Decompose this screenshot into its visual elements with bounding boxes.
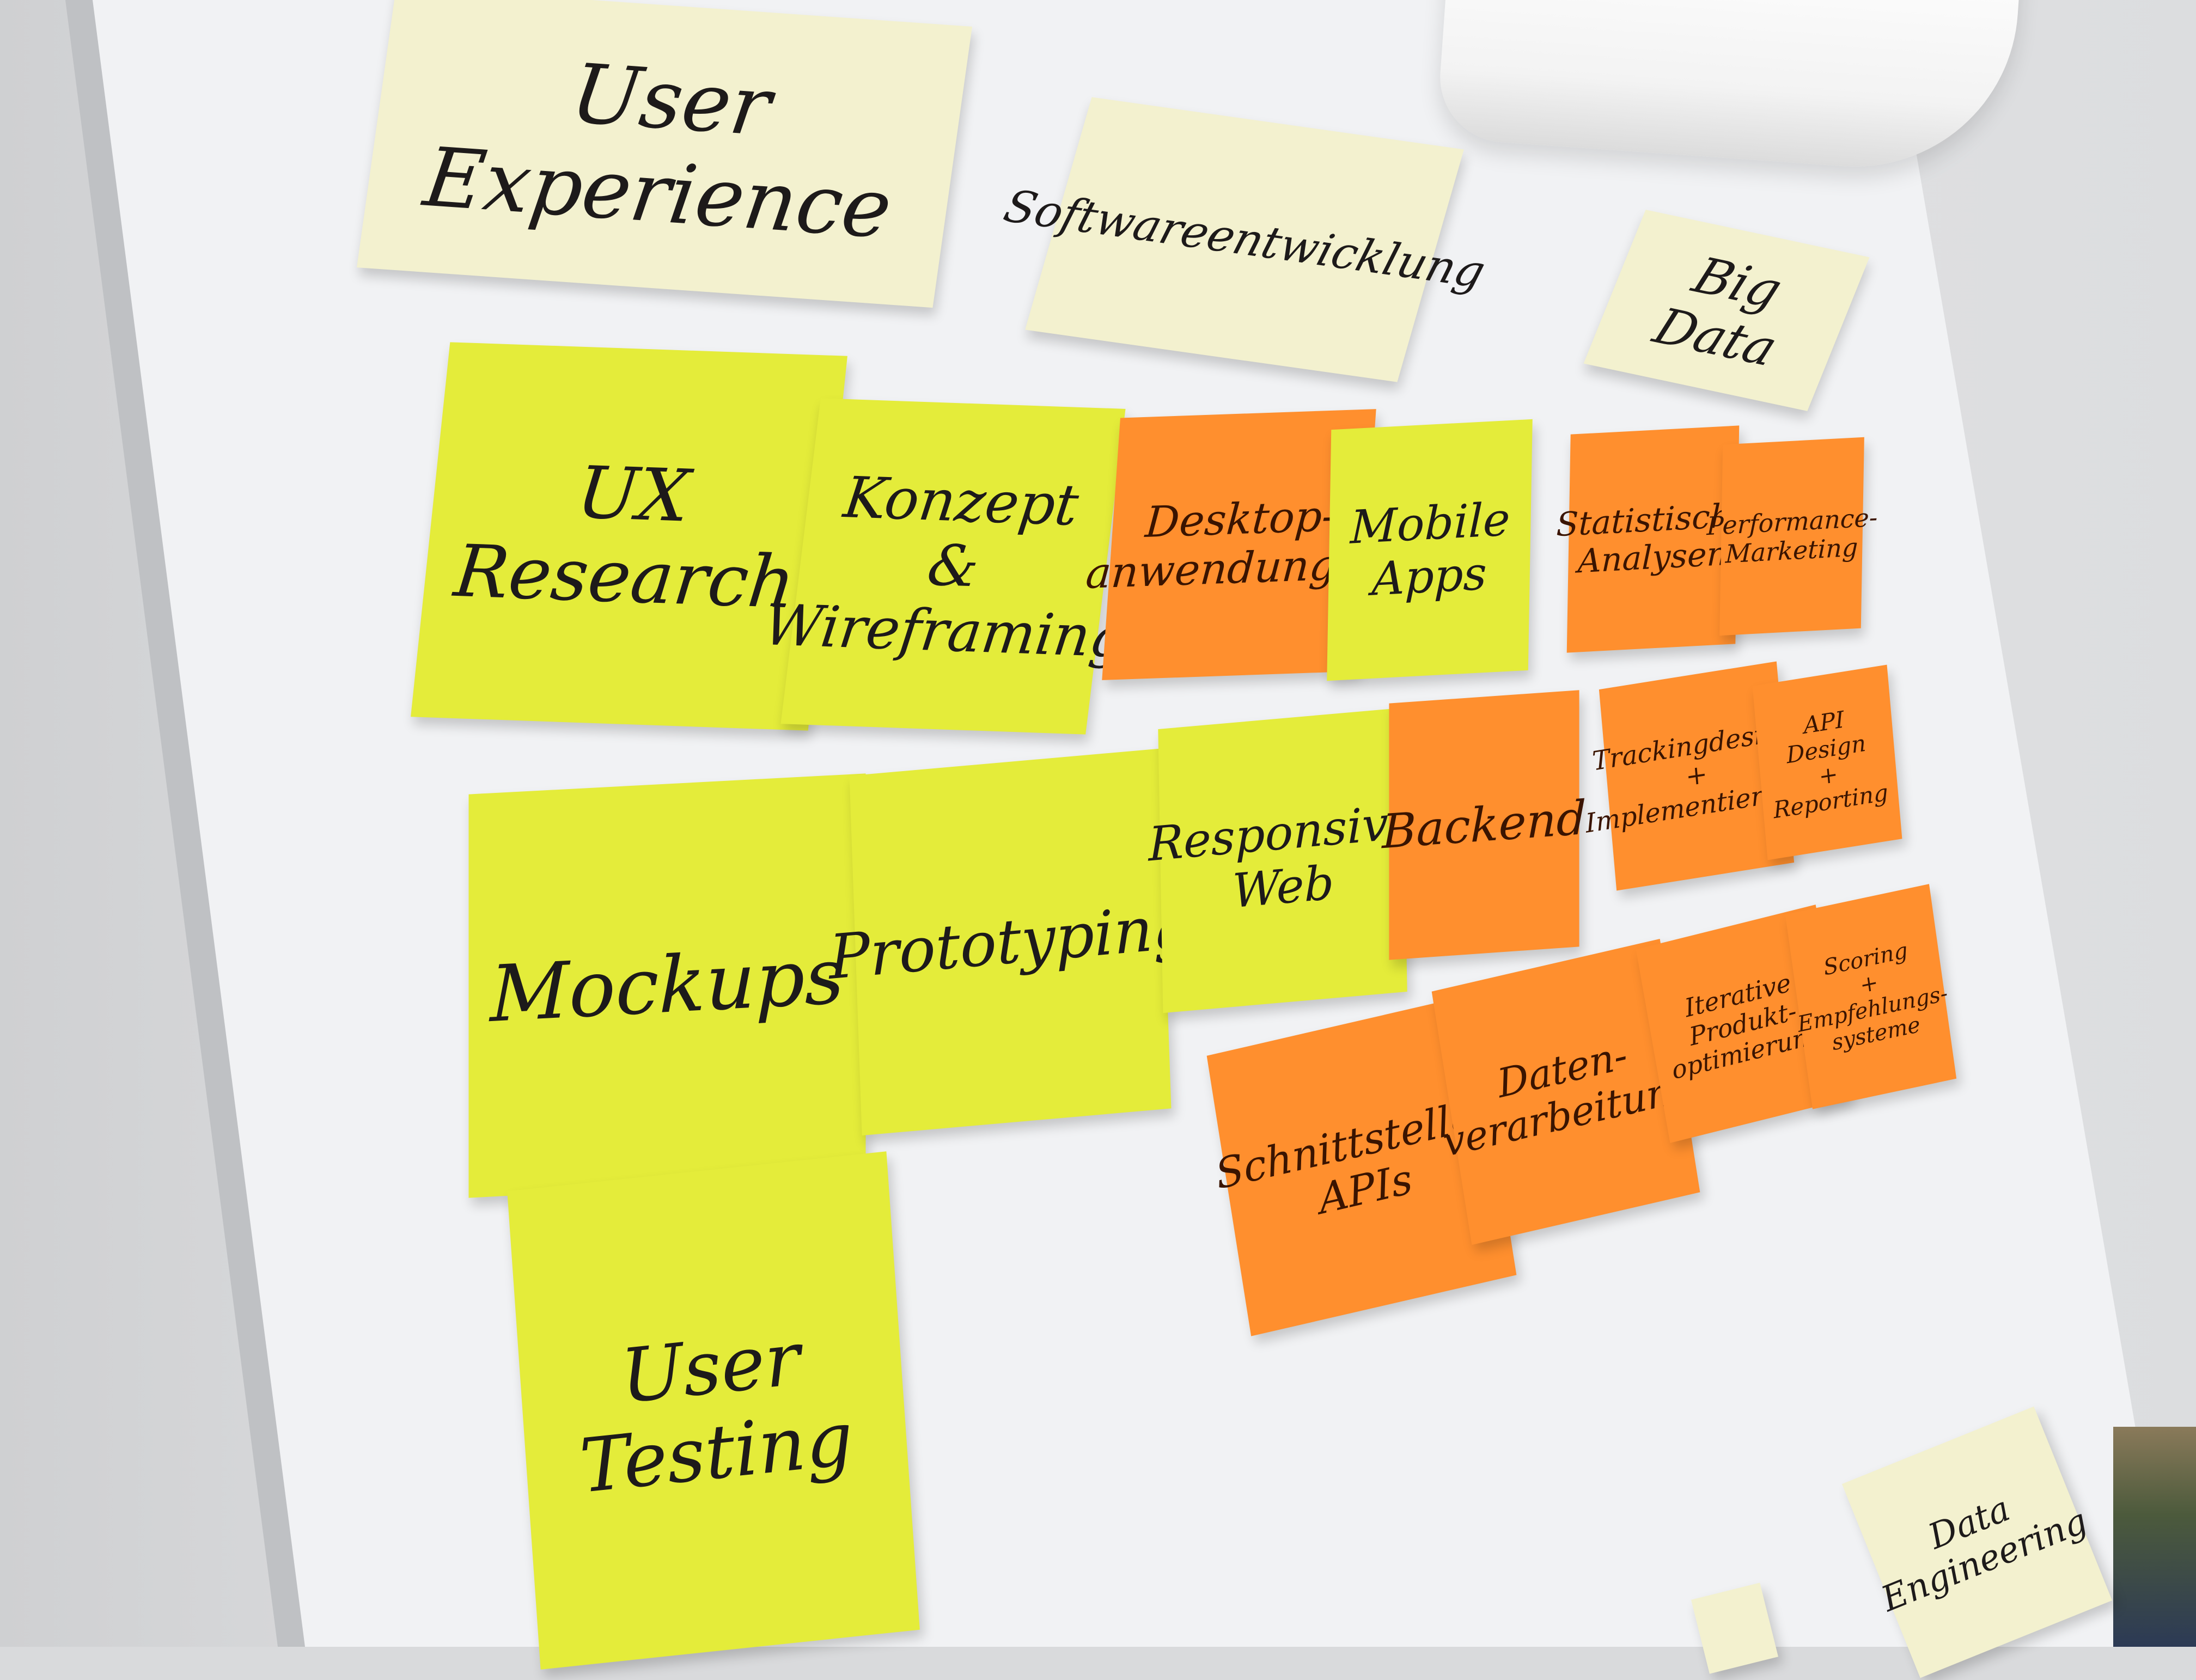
note-backend: Backend xyxy=(1382,690,1587,960)
note-responsive-web: Responsive Web xyxy=(1148,707,1417,1013)
note-mockups: Mockups xyxy=(468,773,866,1198)
shelf-books xyxy=(2113,1427,2196,1647)
note-scoring-empfehlungssysteme: Scoring + Empfehlungs- systeme xyxy=(1785,884,1957,1109)
note-performance-marketing: Performance- Marketing xyxy=(1706,437,1878,636)
heading-user-experience: User Experience xyxy=(357,0,972,308)
note-api-design-reporting: API Design + Reporting xyxy=(1752,664,1902,860)
note-user-testing: User Testing xyxy=(507,1151,920,1670)
note-konzept-wireframing: Konzept & Wireframing xyxy=(760,398,1130,735)
note-mobile-apps: Mobile Apps xyxy=(1327,419,1533,681)
note-prototyping: Prototyping xyxy=(828,748,1193,1136)
